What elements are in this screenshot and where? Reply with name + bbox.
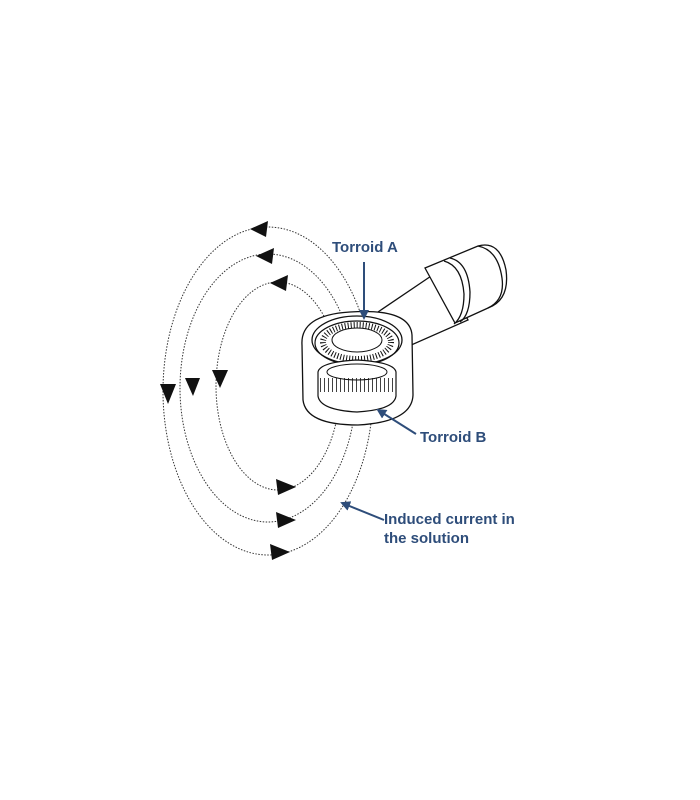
- leader-induced-current: [340, 501, 385, 521]
- arrow-down-icon: [185, 378, 200, 396]
- arrow-right-icon: [276, 512, 296, 528]
- arrow-left-icon: [250, 221, 268, 237]
- arrow-down-icon: [160, 384, 176, 404]
- toroid-a-label: Torroid A: [332, 239, 398, 256]
- arrow-down-icon: [212, 370, 228, 388]
- arrow-left-icon: [270, 275, 288, 291]
- arrow-left-icon: [256, 248, 274, 264]
- arrow-right-icon: [276, 479, 296, 495]
- direction-arrows: [160, 221, 296, 560]
- induced-current-line1: Induced current in: [384, 511, 515, 528]
- leader-lines: [340, 262, 417, 521]
- induced-current-line2: the solution: [384, 530, 469, 547]
- leader-toroid-b: [376, 408, 417, 435]
- induced-current-label: Induced current in the solution: [384, 510, 515, 548]
- toroid-b-label: Torroid B: [420, 429, 487, 446]
- toroid-b: [317, 359, 397, 413]
- arrow-right-icon: [270, 544, 290, 560]
